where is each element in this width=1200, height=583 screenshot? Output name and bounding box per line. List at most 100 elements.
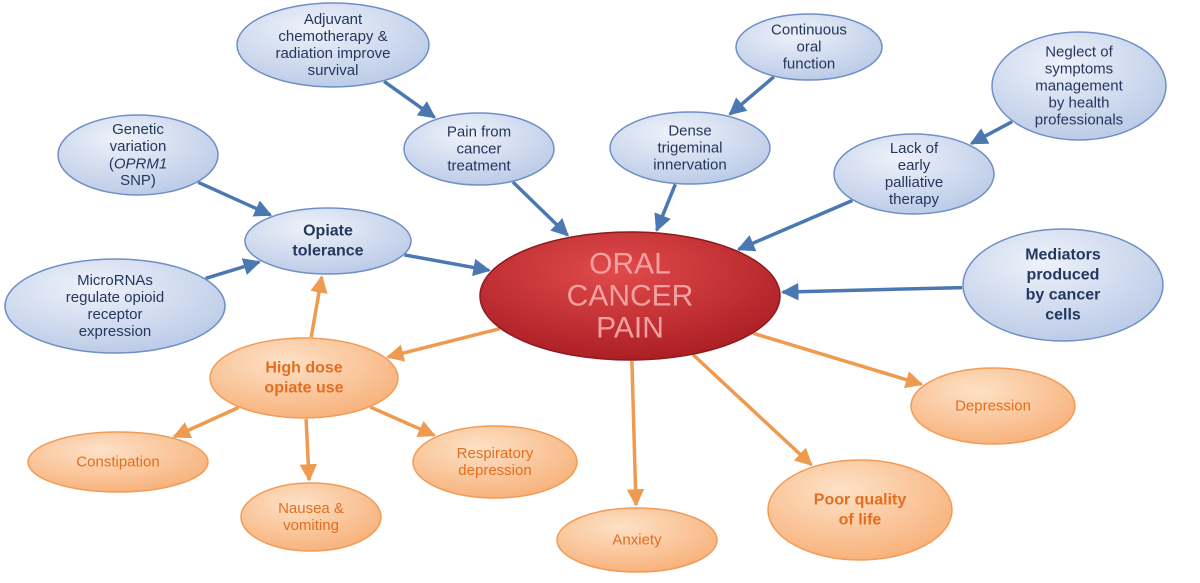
node-opiate-tol: Opiate tolerance: [244, 207, 412, 275]
node-constipation: Constipation: [27, 431, 209, 493]
node-high-dose-ellipse: [209, 337, 399, 419]
node-neglect-label-line: Neglect of: [1045, 44, 1113, 61]
arrow-pain-treatment-to-center: [511, 180, 569, 237]
node-poor-quality-label-line: of life: [839, 512, 882, 529]
node-pain-treatment-label-line: treatment: [447, 158, 511, 175]
arrow-high-dose-to-respiratory: [369, 405, 436, 437]
node-oral-cancer-pain-ellipse: [479, 231, 781, 361]
node-continuous-label-line: oral: [796, 39, 821, 56]
node-dense-ellipse: [609, 111, 771, 185]
node-adjuvant-ellipse: [236, 2, 430, 88]
node-adjuvant-label-line: radiation improve: [275, 45, 390, 62]
node-poor-quality-label-line: Poor quality: [814, 492, 907, 509]
node-respiratory-ellipse: [412, 425, 578, 499]
node-opiate-tol-label-line: tolerance: [292, 243, 363, 260]
arrow-opiate-tol-to-center: [404, 253, 491, 277]
node-oral-cancer-pain-label-line: CANCER: [567, 280, 694, 313]
node-depression-label-line: Depression: [955, 398, 1031, 415]
node-oral-cancer-pain-label-line: ORAL: [589, 248, 671, 281]
node-lack-label-line: palliative: [885, 174, 943, 191]
node-mediators-ellipse: [962, 228, 1164, 342]
node-genetic-label-line: variation: [110, 138, 167, 155]
node-microrna-label-line: MicroRNAs: [77, 272, 153, 289]
node-respiratory-label-line: depression: [458, 462, 531, 479]
node-genetic-ellipse: [57, 114, 219, 196]
node-nausea-ellipse: [240, 482, 382, 552]
arrow-high-dose-to-nausea: [299, 418, 318, 482]
node-poor-quality: Poor quality of life: [767, 459, 953, 561]
node-pain-treatment-ellipse: [403, 112, 555, 186]
arrow-adjuvant-to-pain-treatment: [383, 79, 437, 119]
arrow-microrna-to-opiate-tol: [204, 258, 261, 281]
node-continuous-label-line: function: [783, 56, 836, 73]
node-lack-ellipse: [833, 133, 995, 215]
node-nausea-label-line: Nausea &: [278, 500, 344, 517]
node-mediators-label-line: produced: [1027, 267, 1100, 284]
node-neglect-label-line: professionals: [1035, 112, 1123, 129]
node-genetic-label-line: SNP): [120, 172, 156, 189]
node-microrna-label-line: receptor: [87, 306, 142, 323]
node-opiate-tol-label-line: Opiate: [303, 223, 353, 240]
node-dense-label-line: Dense: [668, 123, 711, 140]
node-nausea: Nausea &vomiting: [240, 482, 382, 552]
node-microrna-ellipse: [4, 258, 226, 354]
node-adjuvant-label-line: survival: [308, 62, 359, 79]
node-lack-label-line: therapy: [889, 191, 940, 208]
arrow-center-to-anxiety: [626, 360, 645, 507]
node-nausea-label-line: vomiting: [283, 517, 339, 534]
arrow-center-to-depression: [752, 331, 924, 389]
node-anxiety: Anxiety: [556, 507, 718, 573]
node-microrna-label-line: expression: [79, 323, 152, 340]
node-depression-ellipse: [910, 367, 1076, 445]
arrow-continuous-to-dense: [728, 75, 776, 116]
node-constipation-label-line: Constipation: [76, 454, 159, 471]
node-lack-label-line: Lack of: [890, 140, 939, 157]
arrow-center-to-poor-quality: [692, 353, 813, 467]
node-pain-treatment-label-line: cancer: [456, 141, 501, 158]
node-mediators-label-line: cells: [1045, 307, 1081, 324]
node-continuous-ellipse: [735, 13, 883, 81]
node-neglect-label-line: symptoms: [1045, 61, 1113, 78]
node-mediators-label-line: Mediators: [1025, 247, 1101, 264]
arrow-high-dose-to-constipation: [172, 405, 240, 439]
arrow-high-dose-to-opiate-tol: [309, 275, 328, 338]
node-poor-quality-ellipse: [767, 459, 953, 561]
node-anxiety-label-line: Anxiety: [612, 532, 662, 549]
arrow-neglect-to-lack: [969, 120, 1013, 145]
node-adjuvant-label-line: Adjuvant: [304, 11, 363, 28]
arrow-genetic-to-opiate-tol: [197, 180, 273, 217]
arrow-lack-to-center: [736, 198, 854, 252]
node-lack-label-line: early: [898, 157, 931, 174]
node-neglect-ellipse: [991, 31, 1167, 141]
node-continuous-label-line: Continuous: [771, 22, 847, 39]
node-mediators-label-line: by cancer: [1026, 287, 1101, 304]
node-anxiety-ellipse: [556, 507, 718, 573]
node-respiratory-label-line: Respiratory: [457, 445, 534, 462]
node-depression: Depression: [910, 367, 1076, 445]
node-microrna-label-line: regulate opioid: [66, 289, 164, 306]
node-neglect-label-line: management: [1035, 78, 1123, 95]
node-high-dose-label-line: High dose: [265, 360, 342, 377]
node-pain-treatment-label-line: Pain from: [447, 124, 511, 141]
node-mediators: Mediators produced by cancer cells: [962, 228, 1164, 342]
arrow-mediators-to-center: [780, 282, 963, 301]
node-genetic-label-line: (OPRM1: [109, 155, 167, 172]
node-adjuvant-label-line: chemotherapy &: [278, 28, 387, 45]
node-dense-label-line: innervation: [653, 157, 726, 174]
connector-layer: [172, 75, 1013, 507]
node-neglect-label-line: by health: [1049, 95, 1110, 112]
arrow-dense-to-center: [654, 183, 677, 232]
node-oral-cancer-pain-label-line: PAIN: [596, 312, 664, 345]
